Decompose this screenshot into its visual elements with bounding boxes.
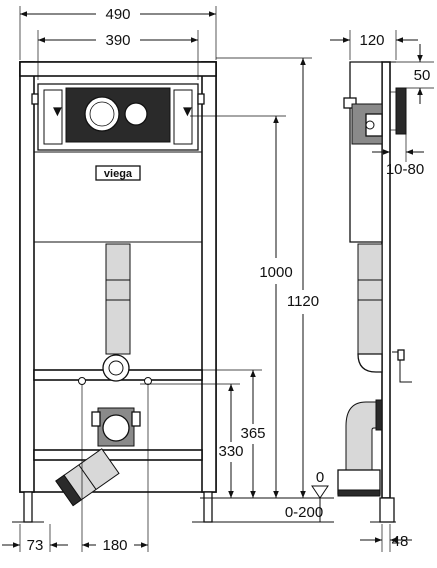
flush-button-small	[124, 102, 148, 126]
side-view	[337, 61, 412, 523]
dim-1000-label: 1000	[259, 264, 292, 281]
dim-48-label: 48	[392, 533, 409, 550]
dim-48: 48	[360, 524, 412, 552]
dim-180-label: 180	[102, 537, 127, 554]
dim-330-label: 330	[218, 443, 243, 460]
dim-490: 490	[19, 6, 217, 60]
dim-1120-label: 1120	[287, 293, 319, 310]
dim-floor-zero-label: 0	[316, 469, 324, 486]
floor-reference: 0 0-200	[200, 469, 334, 523]
dim-10-80: 10-80	[372, 134, 424, 178]
brand-logo: viega	[104, 168, 133, 180]
dim-10-80-label: 10-80	[386, 161, 424, 178]
dim-180: 180	[81, 384, 149, 554]
front-view: ▼ ▼ viega	[12, 61, 224, 523]
dim-390: 390	[37, 30, 199, 80]
dim-50: 50	[396, 44, 434, 104]
svg-text:▼: ▼	[180, 103, 195, 120]
dim-330: 330	[140, 383, 244, 498]
right-upright	[201, 61, 217, 493]
dim-0-200-label: 0-200	[285, 504, 323, 521]
flush-pipe	[105, 243, 131, 355]
svg-text:▼: ▼	[50, 103, 65, 120]
side-flush-pipe	[357, 243, 383, 355]
dim-120-label: 120	[359, 32, 384, 49]
dim-73: 73	[2, 524, 68, 554]
brand-logo-box	[95, 165, 141, 181]
top-rail	[19, 61, 217, 77]
floor-level-marker	[311, 485, 329, 499]
base-rail	[33, 449, 203, 461]
right-foot	[203, 491, 213, 523]
side-frame	[381, 61, 391, 499]
dim-365-label: 365	[240, 425, 265, 442]
dim-365: 365	[150, 369, 266, 498]
dim-120: 120	[330, 30, 418, 60]
dim-50-label: 50	[414, 67, 431, 84]
dim-73-label: 73	[27, 537, 44, 554]
dim-490-label: 490	[105, 6, 130, 23]
dim-1000: 1000	[190, 115, 293, 498]
left-upright	[19, 61, 35, 493]
waste-elbow	[55, 448, 120, 507]
dim-1120: 1120	[216, 57, 319, 498]
dim-390-label: 390	[105, 32, 130, 49]
side-front-plate	[395, 87, 407, 135]
left-foot	[23, 491, 33, 523]
